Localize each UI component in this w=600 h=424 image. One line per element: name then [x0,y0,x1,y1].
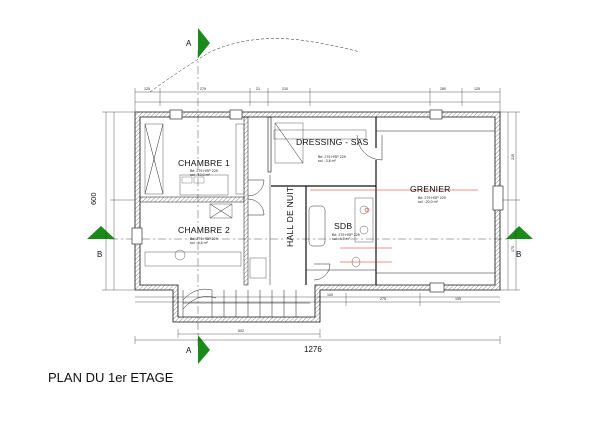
dim-right-1: 215 [511,154,515,160]
bed-chambre-1 [179,174,229,196]
dim-top-4: 210 [282,87,288,91]
room-sdb-info-2: sol : 4,8 m² [332,237,351,241]
room-dressing: DRESSING - SAS [296,137,369,147]
room-dressing-info-1: Bé: 279 HSP 229 [318,155,346,159]
sdb-area: SDB Bé: 279 HSP 229 sol : 4,8 m² [308,189,478,268]
dim-overall-width: 1276 [304,345,322,354]
staircase [182,288,310,317]
room-grenier-info-2: sol : 20,0 m² [418,200,439,204]
room-grenier-info-1: Bé: 279 HSP 229 [418,196,446,200]
dim-top-3: 21 [256,87,260,91]
room-chambre-2-info-1: Bé: 279 HSP 229 [190,237,218,241]
hall-de-nuit-area: HALL DE NUIT [274,122,304,247]
doors [247,134,383,281]
section-marker-b-left: B [87,226,115,259]
upper-outline-arc [149,38,361,93]
dim-overall-height: 600 [89,192,98,205]
room-chambre-2-info-2: sol : 9,6 m² [190,241,209,245]
windows [131,109,504,293]
room-chambre-2: CHAMBRE 2 [178,225,230,235]
dim-bottom-2: 275 [380,297,386,301]
dim-right-2: 175 [511,246,515,252]
chambre-1-area: CHAMBRE 1 Bé: 279 HSP 229 sol : 10,0 m² [144,123,245,196]
room-chambre-1-info-2: sol : 10,0 m² [190,173,211,177]
section-marker-b-left-label: B [97,250,102,259]
dim-stair-width: 502 [238,329,244,333]
section-marker-b-right-label: B [516,250,521,259]
section-marker-a-top: A [186,28,210,58]
room-dressing-info-2: sol : 3,8 m² [318,159,337,163]
section-marker-b-right: B [506,226,533,259]
dim-top-5: 280 [440,87,446,91]
room-grenier: GRENIER [410,184,451,194]
bathtub [308,205,326,247]
right-dimension-chain: 215 175 [500,111,520,291]
sink-2 [359,225,369,235]
section-marker-a-top-label: A [186,39,192,48]
dim-top-1: 125 [144,87,150,91]
left-dimension: 600 [89,111,134,291]
room-chambre-1-info-1: Bé: 279 HSP 229 [190,169,218,173]
dressing-area: DRESSING - SAS Bé: 279 HSP 229 sol : 3,8… [273,129,369,163]
top-dimension-chain: 125 279 21 210 280 125 [134,87,501,112]
plan-title: PLAN DU 1er ETAGE [48,370,174,385]
exterior-walls [134,111,501,323]
room-sdb-info-1: Bé: 279 HSP 229 [332,233,360,237]
bed-chambre-2 [209,203,233,219]
room-chambre-1: CHAMBRE 1 [178,158,230,168]
room-sdb: SDB [334,221,352,231]
dim-top-2: 279 [200,87,206,91]
sink-1 [359,205,369,215]
room-hall-de-nuit: HALL DE NUIT [285,186,295,247]
dim-bottom-1: 100 [327,293,333,297]
interior-walls [139,116,495,286]
section-marker-a-bottom-label: A [186,346,192,355]
section-marker-a-bottom: A [186,335,210,364]
dim-bottom-3: 105 [455,297,461,301]
dim-top-6: 125 [474,87,480,91]
grenier-area: GRENIER Bé: 279 HSP 229 sol : 20,0 m² [410,184,451,204]
chambre-2-area: CHAMBRE 2 Bé: 279 HSP 229 sol : 9,6 m² [144,203,267,279]
